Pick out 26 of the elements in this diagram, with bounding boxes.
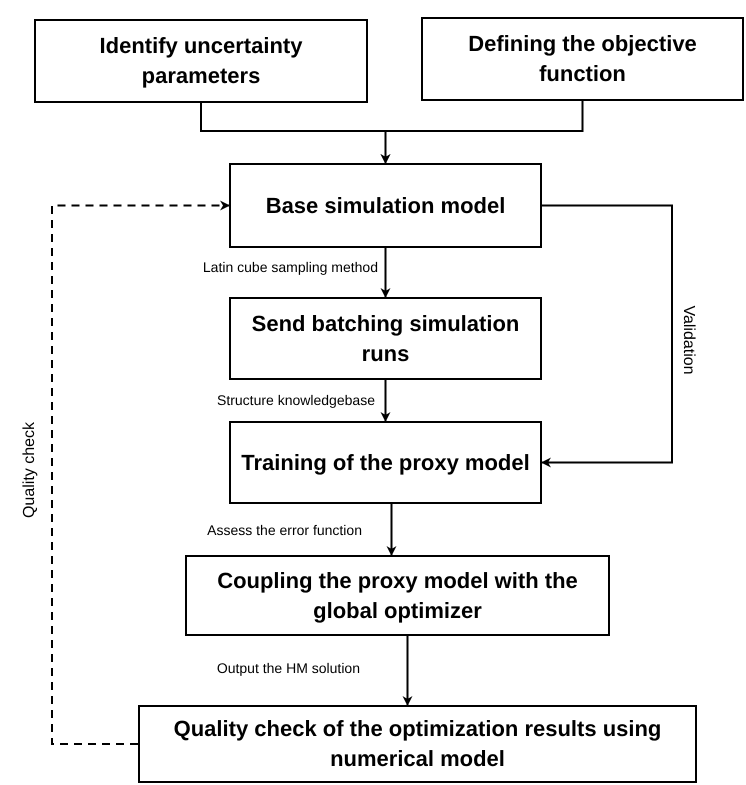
- edge-label: Assess the error function: [207, 522, 362, 538]
- edge-label: Output the HM solution: [216, 660, 360, 676]
- box-text: Send batching simulation runs: [250, 310, 520, 368]
- edge-label: Latin cube sampling method: [202, 259, 378, 275]
- process-box: [34, 19, 368, 103]
- process-box: [229, 421, 542, 504]
- arrow: [541, 204, 673, 468]
- arrow: [386, 504, 396, 556]
- process-box: [185, 555, 610, 636]
- process-box: [138, 705, 697, 783]
- box-text: Coupling the proxy model with the global optimizer: [216, 566, 579, 625]
- box-text: Quality check of the optimization results using numerical model: [172, 715, 662, 773]
- arrow: [380, 101, 584, 164]
- box-text: Base simulation model: [266, 192, 506, 220]
- edge-label: Quality check: [21, 422, 39, 518]
- arrow: [402, 636, 412, 706]
- box-text: Identify uncertainty parameters: [98, 32, 304, 90]
- arrow: [380, 380, 390, 422]
- arrow: [380, 248, 390, 298]
- process-box: [229, 163, 542, 248]
- process-box: [421, 17, 744, 101]
- box-text: Training of the proxy model: [241, 448, 530, 477]
- edge-label: Structure knowledgebase: [217, 392, 375, 408]
- process-box: [229, 297, 542, 380]
- box-text: Defining the objective function: [467, 30, 698, 88]
- dashed-arrow: [51, 200, 230, 745]
